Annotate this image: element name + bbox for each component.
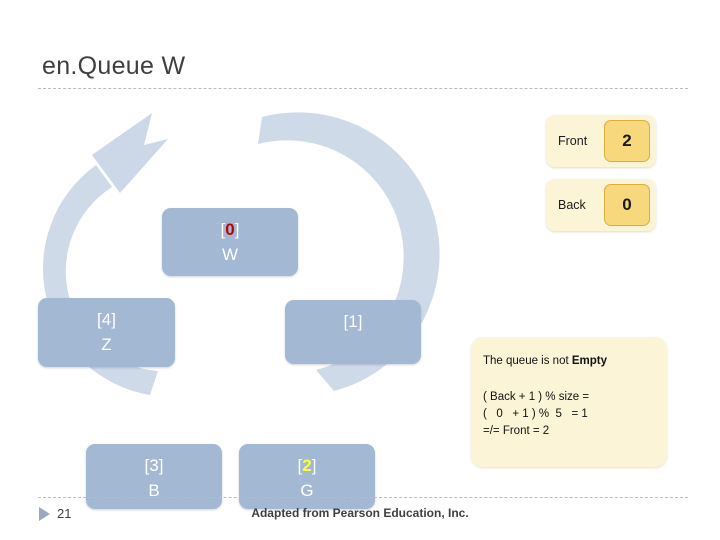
queue-cell-3[interactable]: [3] B [86,444,222,509]
queue-cell-0-index-digit: 0 [225,220,235,239]
queue-cell-0-index: [0] [220,220,240,239]
front-pointer-box[interactable]: Front 2 [546,115,656,167]
page-number: 21 [57,506,72,521]
back-pointer-label: Back [558,198,586,212]
queue-cell-2-value: G [300,480,314,500]
front-pointer-label: Front [558,134,588,148]
triangle-right-icon [39,507,50,521]
footer-credit: Adapted from Pearson Education, Inc. [251,506,469,520]
front-pointer-value: 2 [604,120,650,162]
queue-cell-0-value: W [221,244,239,264]
circular-queue-diagram: [0] W [1] [2] G [3] B [4] Z [0,95,470,509]
calc-line-2: ( 0 + 1 ) % 5 = 1 [483,408,588,421]
queue-cell-2-index: [2] [297,456,317,475]
queue-cell-3-index: [3] [144,456,164,475]
queue-cell-4-value: Z [101,334,112,354]
page-title: en.Queue W [42,52,186,80]
queue-cell-0[interactable]: [0] W [162,208,298,276]
back-pointer-value: 0 [604,184,650,226]
queue-cell-1-index: [1] [343,312,363,331]
calc-line-1: ( Back + 1 ) % size = [483,391,590,403]
queue-status-note: The queue is not Empty ( Back + 1 ) % si… [471,337,667,467]
queue-cell-1[interactable]: [1] [285,300,421,364]
footer-divider [38,497,688,498]
queue-status-prefix: The queue is not [483,355,572,367]
queue-status-text: The queue is not Empty [483,355,667,367]
calc-line-3: =/= Front = 2 [483,425,550,438]
queue-cell-3-value: B [148,480,160,500]
queue-cell-4[interactable]: [4] Z [38,298,175,367]
queue-cell-2-index-digit: 2 [302,456,312,475]
title-divider [38,88,688,89]
queue-cell-4-index: [4] [97,310,116,329]
back-pointer-box[interactable]: Back 0 [546,179,656,231]
queue-status-emphasis: Empty [571,355,608,367]
queue-cell-2[interactable]: [2] G [239,444,375,509]
